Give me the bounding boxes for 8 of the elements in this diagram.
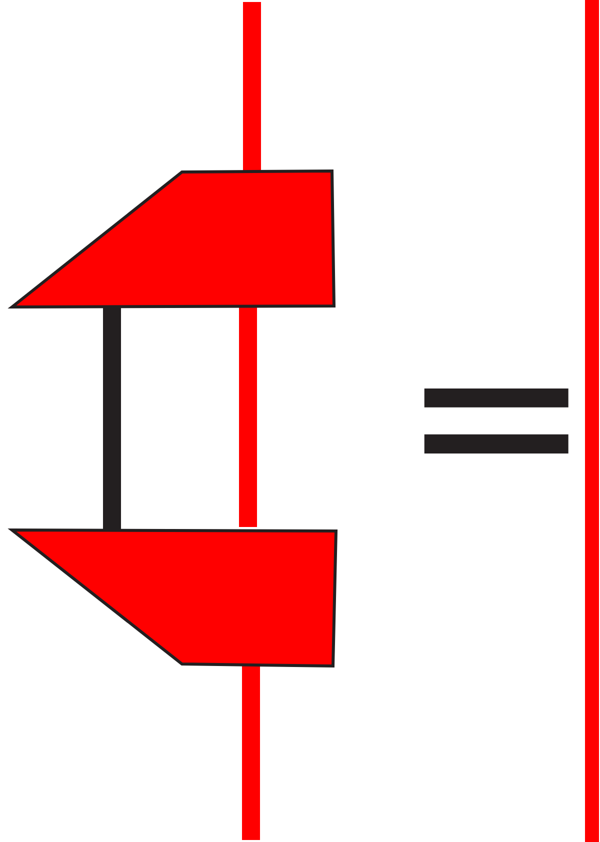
trapezoid-block [8, 528, 338, 668]
connector-line [103, 306, 121, 531]
wire-line [243, 2, 261, 172]
wire-line [242, 665, 260, 840]
equals-sign: = [400, 300, 593, 530]
wire-bar [585, 0, 599, 842]
wire-line [239, 306, 257, 527]
trapezoid-block [8, 170, 336, 309]
